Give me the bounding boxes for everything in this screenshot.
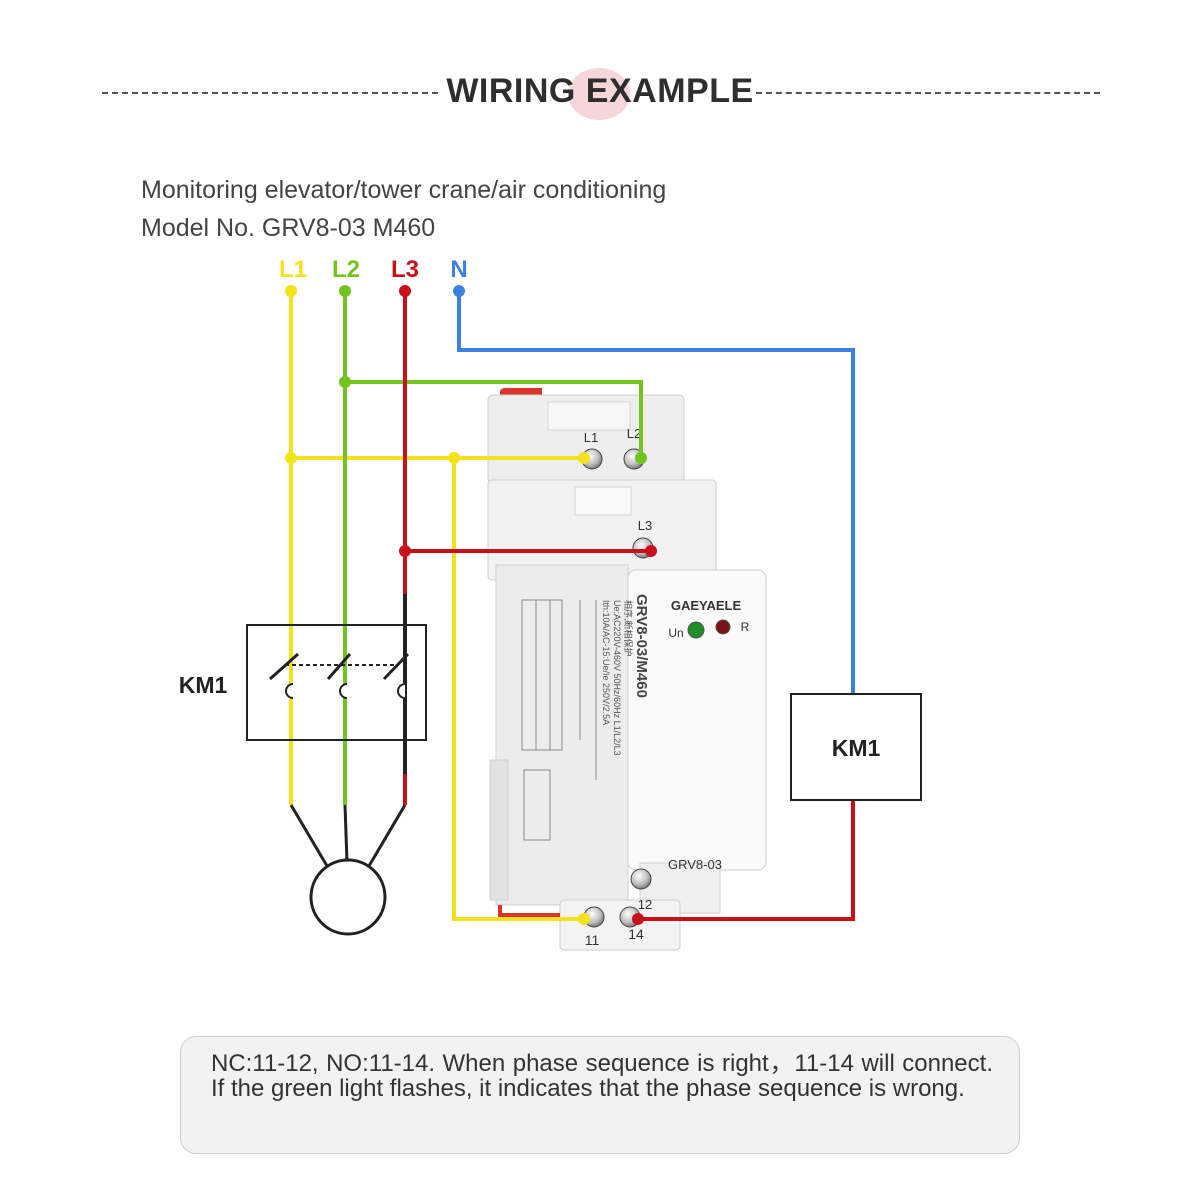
relay-model-bottom: GRV8-03 <box>668 857 722 872</box>
header-dash-right <box>756 92 1100 94</box>
relay-top-slot <box>547 401 631 431</box>
junction-l1-top <box>285 285 297 297</box>
junction-n-top <box>453 285 465 297</box>
coil-km1: KM1 <box>790 693 922 801</box>
junction-14-terminal <box>632 913 644 925</box>
contactor-label: KM1 <box>179 672 228 698</box>
page-title: WIRING EXAMPLE <box>446 72 754 110</box>
contact-blade-l1 <box>269 652 299 681</box>
red-led <box>715 619 731 635</box>
wire-coil-to-14 <box>638 800 855 921</box>
wire-l1-to-11 <box>452 458 584 921</box>
model-number: Model No. GRV8-03 M460 <box>141 214 436 242</box>
contact-terminal-l1 <box>285 683 294 699</box>
junction-l1-branch <box>285 452 297 464</box>
brand-label: GAEYAELE <box>671 598 742 613</box>
junction-l2-terminal <box>635 452 647 464</box>
junction-l3-terminal <box>645 545 657 557</box>
junction-l3-top <box>399 285 411 297</box>
relay-mid-slot <box>574 486 632 516</box>
relay-spec-line-1: 相序,断相保护 <box>623 600 634 657</box>
phase-label-l2: L2 <box>332 256 360 283</box>
junction-dots <box>285 285 657 925</box>
relay-bottom-block <box>559 899 681 951</box>
junction-l1-branch-2 <box>448 452 460 464</box>
contact-terminal-l2 <box>339 683 348 699</box>
motor-lead-l3 <box>364 804 407 872</box>
relay-spec-line-2: Ue:AC220V-460V 50Hz/60Hz L1/L2/L3 <box>612 600 622 756</box>
relay-red-clip-bottom <box>498 905 560 917</box>
terminal-screw-12 <box>630 868 652 890</box>
note-text: NC:11-12, NO:11-14. When phase sequence … <box>211 1050 993 1102</box>
coil-label: KM1 <box>832 735 881 761</box>
led-r-label: R <box>741 620 750 634</box>
header-dash-left <box>102 92 438 94</box>
terminal-label-12: 12 <box>638 897 652 912</box>
terminal-label-l2: L2 <box>627 426 641 441</box>
contactor-km1: KM1 <box>179 624 427 741</box>
relay-rail-clip <box>489 759 509 901</box>
motor-circle <box>309 858 387 936</box>
led-un-label: Un <box>668 626 683 640</box>
contactor-box <box>246 624 427 741</box>
relay-spec-line-3: Ith:10A/AC-15:Ue/Ie 250V/2.5A <box>601 600 611 725</box>
relay-side-schematic <box>521 599 597 841</box>
motor-lead-l1 <box>289 804 332 872</box>
junction-l2-branch <box>339 376 351 388</box>
wires <box>289 292 855 921</box>
contact-blade-l3 <box>382 652 410 681</box>
contact-terminal-l3 <box>397 683 406 699</box>
phase-label-l1: L1 <box>279 256 307 283</box>
terminal-label-l3: L3 <box>638 518 652 533</box>
application-description: Monitoring elevator/tower crane/air cond… <box>141 176 667 204</box>
coil-box <box>790 693 922 801</box>
phase-label-l3: L3 <box>391 256 419 283</box>
header: WIRING EXAMPLE <box>0 58 1200 128</box>
wire-n-to-coil <box>457 292 855 694</box>
green-led <box>687 621 705 639</box>
wiring-diagram: L1 L2 L3 N GRV8-03/M460 相序,断相保护 Ue:AC220… <box>179 256 922 951</box>
relay-module: GRV8-03/M460 相序,断相保护 Ue:AC220V-460V 50Hz… <box>487 388 767 951</box>
terminal-label-14: 14 <box>628 926 644 942</box>
motor-lead-l2 <box>343 804 349 863</box>
motor <box>289 804 407 936</box>
junction-11-terminal <box>578 913 590 925</box>
note-box: NC:11-12, NO:11-14. When phase sequence … <box>180 1036 1020 1154</box>
junction-l2-top <box>339 285 351 297</box>
wire-l2-to-relay <box>345 380 643 458</box>
phase-label-n: N <box>450 256 467 283</box>
terminal-label-11: 11 <box>585 932 600 948</box>
contact-blade-l2 <box>326 653 352 680</box>
terminal-label-l1: L1 <box>584 430 598 445</box>
relay-model-side: GRV8-03/M460 <box>633 594 650 698</box>
header-highlight <box>568 68 630 120</box>
junction-l1-terminal <box>578 452 590 464</box>
junction-l3-branch <box>399 545 411 557</box>
